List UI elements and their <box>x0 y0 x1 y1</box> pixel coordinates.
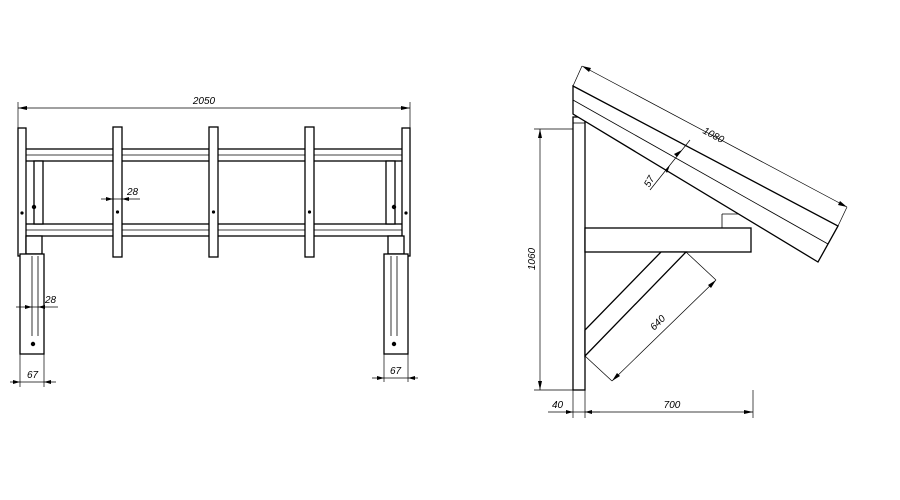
sloped-rafter <box>572 84 839 263</box>
horizontal-arm <box>584 213 752 253</box>
dimension-height: 1060 <box>527 128 573 391</box>
rafter-2 <box>208 126 219 258</box>
dimension-label-1080: 1080 <box>701 126 726 146</box>
dimension-rafter-length: 1080 <box>572 65 848 227</box>
dimension-label-700: 700 <box>664 400 681 411</box>
dimension-label-67-left: 67 <box>27 370 39 381</box>
wall-post <box>572 116 586 391</box>
rafter-1 <box>112 126 123 258</box>
rafter-3 <box>304 126 315 258</box>
side-view: 1060 1080 57 640 <box>527 65 848 418</box>
dimension-label-28-bracket: 28 <box>44 295 57 306</box>
dimension-post-offset-right: 67 <box>372 354 418 382</box>
dimension-label-2050: 2050 <box>192 96 216 107</box>
dimension-projection: 700 <box>585 390 754 418</box>
diagonal-brace <box>584 251 688 358</box>
dimension-label-1060: 1060 <box>527 247 538 270</box>
dimension-bracket-width: 28 <box>16 295 58 309</box>
dimension-label-40: 40 <box>552 400 564 411</box>
right-end-frame <box>383 127 411 355</box>
dimension-label-67-right: 67 <box>390 366 402 377</box>
dimension-label-28-rafter: 28 <box>126 187 139 198</box>
dimension-label-57: 57 <box>642 174 657 190</box>
left-end-frame <box>17 127 45 355</box>
dimension-overall-width: 2050 <box>17 96 411 128</box>
dimension-label-640: 640 <box>648 313 668 333</box>
dimension-rafter-thickness: 57 <box>642 139 691 191</box>
dimension-post-offset-left: 67 <box>10 354 56 387</box>
dimension-post-thickness: 40 <box>548 390 600 418</box>
front-view: 2050 28 28 67 <box>10 96 418 387</box>
dimension-rafter-width: 28 <box>101 187 140 201</box>
